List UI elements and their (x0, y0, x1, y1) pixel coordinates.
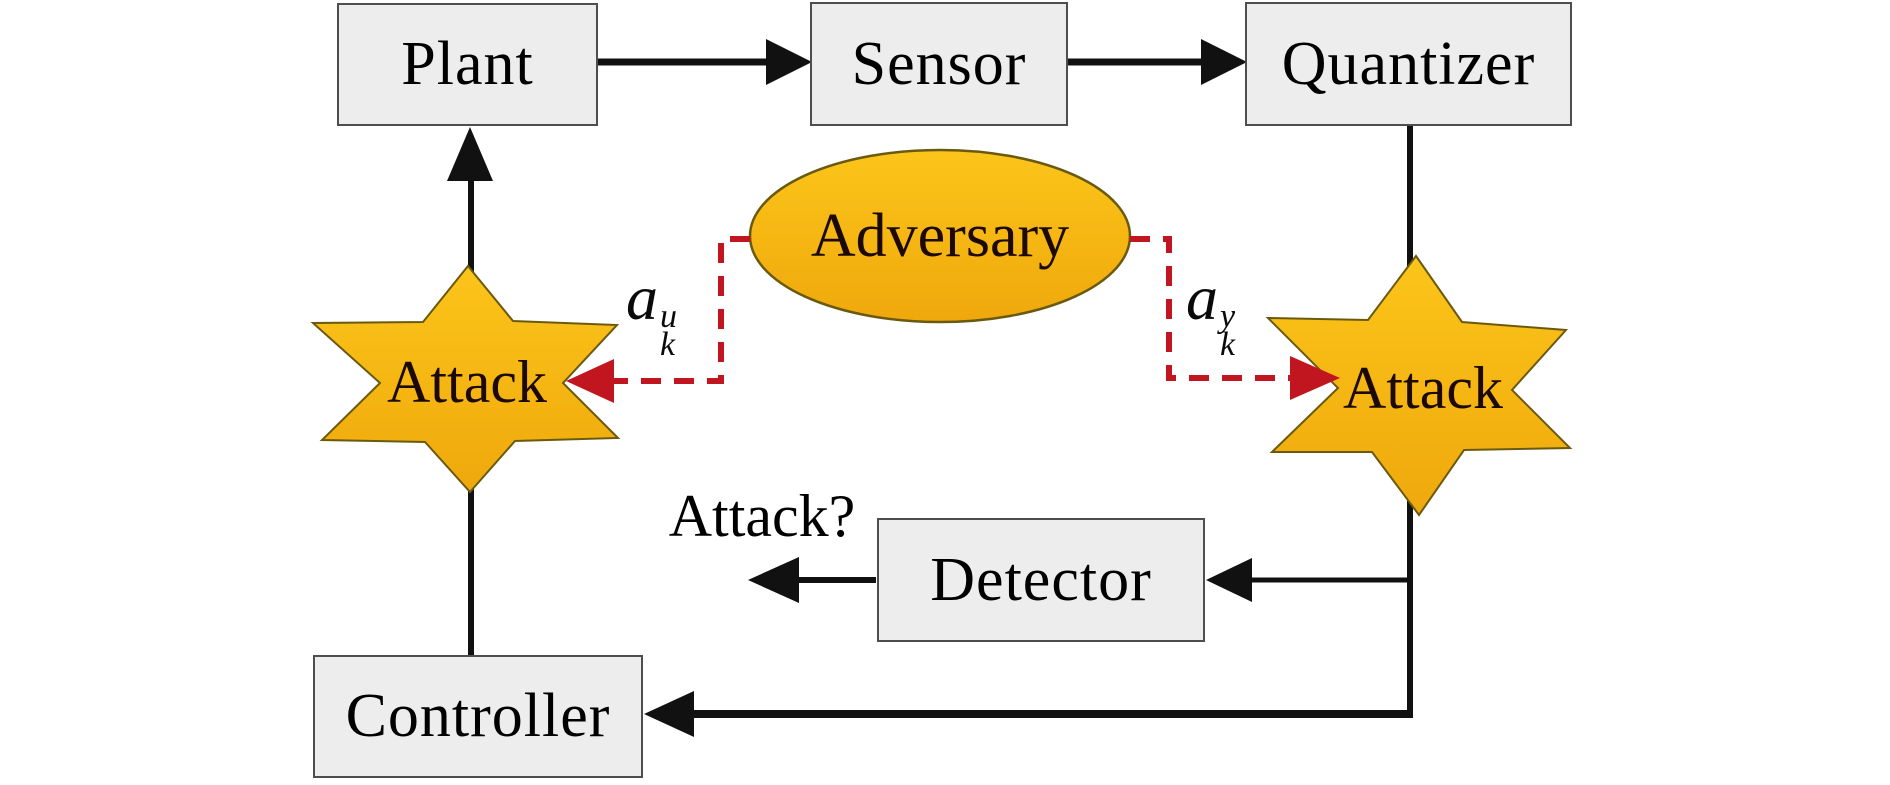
plant-box: Plant (337, 3, 598, 126)
controller-label: Controller (345, 682, 611, 750)
adversary-sensor-attack-path (1130, 236, 1340, 400)
plant-to-sensor-arrow (598, 39, 812, 85)
signal-y-sup: y (1220, 298, 1236, 335)
adversary-actuator-attack-path (566, 236, 750, 403)
attack-star-left-label: Attack (387, 348, 547, 415)
detector-output-arrow (748, 557, 876, 603)
attack-question-label: Attack? (668, 482, 856, 549)
signal-y-sub: k (1220, 325, 1236, 363)
sensor-to-quantizer-arrow (1068, 39, 1247, 85)
quantizer-box: Quantizer (1245, 2, 1572, 126)
sensor-box: Sensor (810, 2, 1068, 126)
controller-input-arrowhead (644, 691, 694, 737)
attack-star-left (310, 264, 621, 494)
detector-input-arrow (1206, 558, 1410, 602)
controller-box: Controller (313, 655, 643, 778)
sensor-label: Sensor (851, 29, 1027, 98)
adversary-label: Adversary (810, 201, 1070, 270)
signal-y-base: a (1186, 262, 1218, 333)
signal-u-sup: u (660, 298, 677, 335)
quantizer-label: Quantizer (1281, 29, 1536, 98)
detector-box: Detector (877, 518, 1205, 642)
attack-star-right (1265, 254, 1573, 517)
detector-label: Detector (930, 545, 1152, 614)
plant-label: Plant (401, 30, 534, 98)
signal-u-sub: k (660, 325, 676, 363)
signal-u-base: a (626, 262, 658, 333)
attack-star-right-label: Attack (1343, 354, 1503, 421)
